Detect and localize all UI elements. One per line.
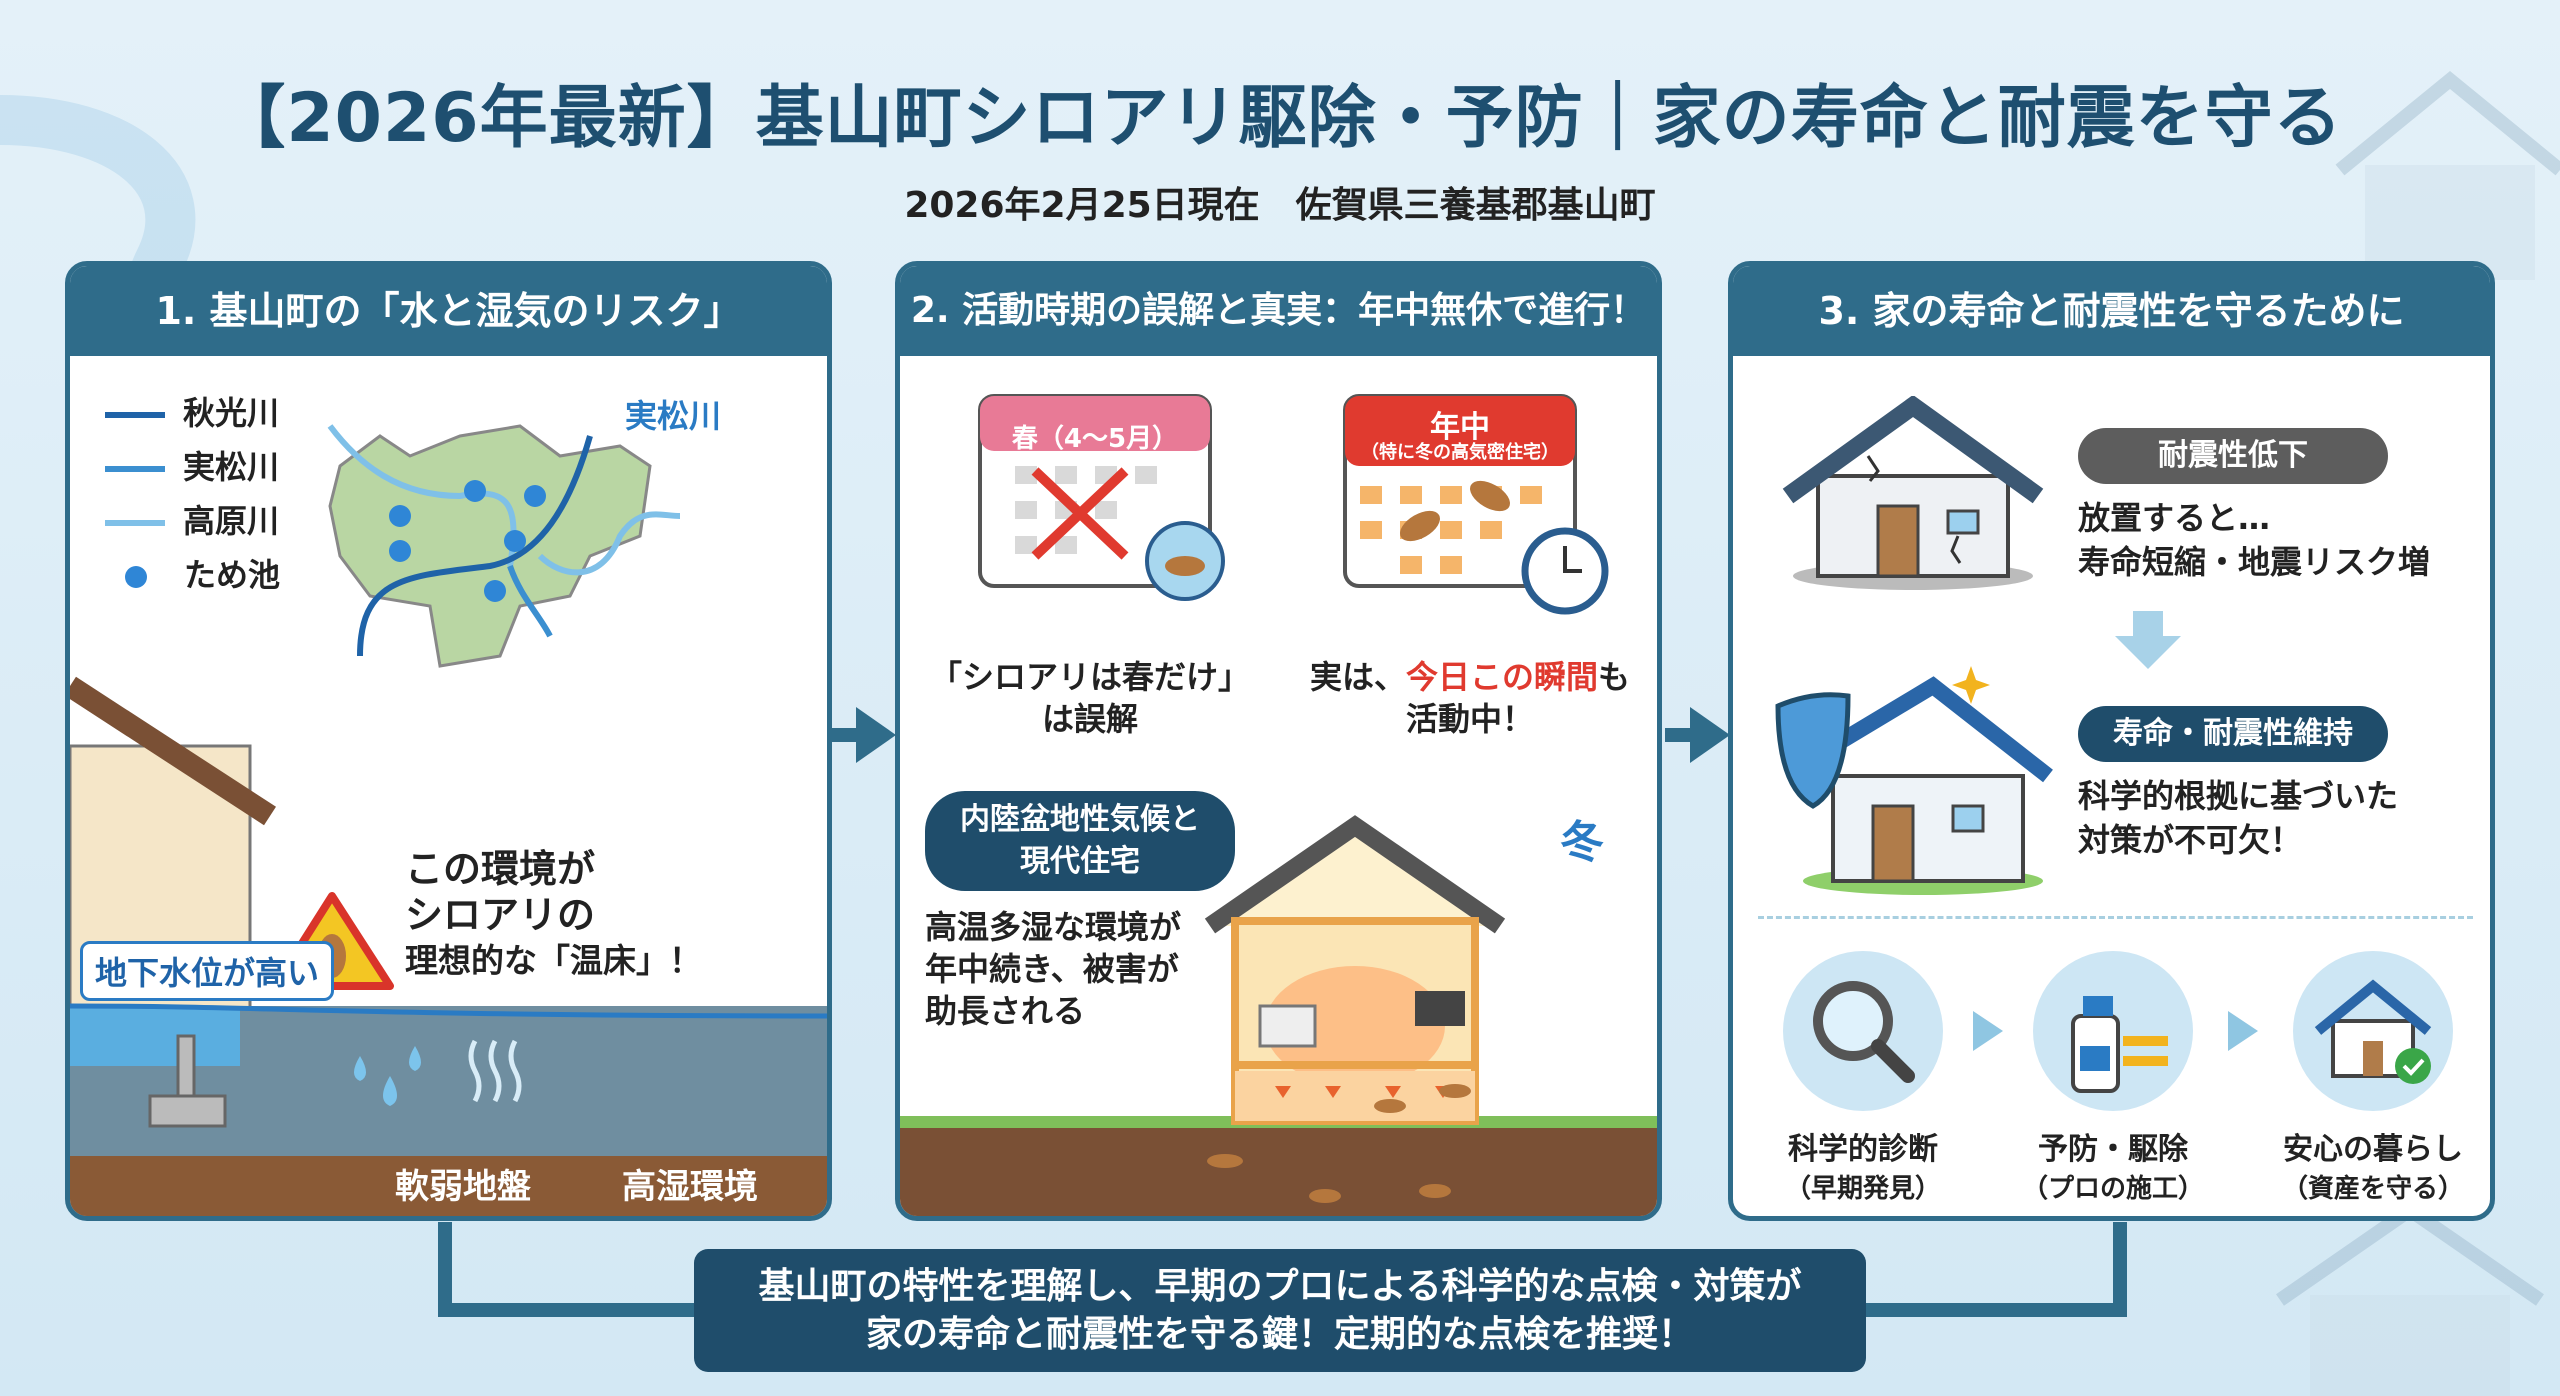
year-round-calendar-header: 年中 — [1430, 410, 1490, 445]
down-arrow-icon — [2115, 611, 2181, 669]
legend-item: 実松川 — [105, 440, 280, 494]
legend-item: 秋光川 — [105, 386, 280, 440]
year-round-calendar-icon — [1343, 394, 1609, 615]
climate-badge: 内陸盆地性気候と現代住宅 — [925, 791, 1235, 891]
footer-conclusion-banner: 基山町の特性を理解し、早期のプロによる科学的な点検・対策が 家の寿命と耐震性を守… — [694, 1249, 1866, 1372]
step-arrow-icon — [2228, 1011, 2258, 1051]
winter-label: 冬 — [1560, 817, 1604, 868]
spring-myth-caption: 「シロアリは春だけ」は誤解 — [930, 658, 1251, 738]
page-title: 【2026年最新】基山町シロアリ駆除・予防｜家の寿命と耐震を守る — [217, 79, 2343, 158]
panel-activity-season: 2. 活動時期の誤解と真実：年中無休で進行！ 春（4〜5月） 年中 （特に冬の高… — [895, 261, 1662, 1221]
step-diagnosis: 科学的診断 （早期発見） — [1763, 946, 1963, 1205]
warm-house-cross-section-illustration — [900, 815, 1657, 1216]
spring-calendar-header: 春（4〜5月） — [1011, 424, 1179, 454]
year-round-calendar-subheader: （特に冬の高気密住宅） — [1361, 442, 1559, 463]
panel-protect-house: 3. 家の寿命と耐震性を守るために 耐震性低下 放置すると…寿命短縮・地震リスク… — [1728, 261, 2495, 1221]
page-subtitle: 2026年2月25日現在 佐賀県三養基郡基山町 — [904, 185, 1656, 226]
ground-label-humidity: 高湿環境 — [622, 1167, 758, 1207]
flow-arrow-right-icon — [856, 707, 896, 763]
flow-arrow-right-icon — [1690, 707, 1730, 763]
seismic-decline-badge: 耐震性低下 — [2078, 428, 2388, 484]
panel-water-risk: 1. 基山町の「水と湿気のリスク」 秋光川 実松川 高原川 ため池 実松川 地下… — [65, 261, 832, 1221]
legend-item: 高原川 — [105, 494, 280, 548]
lifespan-maintained-text: 科学的根拠に基づいた対策が不可欠！ — [2078, 777, 2399, 859]
lifespan-maintained-badge: 寿命・耐震性維持 — [2078, 706, 2388, 762]
divider — [1758, 916, 2473, 919]
panel-title: 2. 活動時期の誤解と真実：年中無休で進行！ — [900, 266, 1657, 356]
climate-description: 高温多湿な環境が年中続き、被害が助長される — [925, 908, 1182, 1030]
spring-calendar-icon — [978, 394, 1225, 601]
protected-house-illustration — [1775, 666, 2053, 895]
footer-line: 基山町の特性を理解し、早期のプロによる科学的な点検・対策が — [758, 1266, 1802, 1307]
footer-line: 家の寿命と耐震性を守る鍵！定期的な点検を推奨！ — [865, 1314, 1694, 1355]
step-prevention: 予防・駆除 （プロの施工） — [2013, 946, 2213, 1205]
ground-label-soft-soil: 軟弱地盤 — [395, 1167, 531, 1207]
step-arrow-icon — [1973, 1011, 2003, 1051]
kiyama-town-map — [327, 424, 681, 668]
background-house-decoration — [2335, 70, 2560, 280]
seismic-decline-text: 放置すると…寿命短縮・地震リスク増 — [2078, 499, 2431, 581]
house-cross-section-illustration — [70, 676, 827, 1216]
panel-title: 1. 基山町の「水と湿気のリスク」 — [70, 266, 827, 356]
legend-item: ため池 — [105, 548, 280, 602]
magnifier-icon — [1783, 951, 1943, 1111]
warning-text: この環境がシロアリの理想的な「温床」！ — [405, 847, 702, 980]
step-peace-of-mind: 安心の暮らし （資産を守る） — [2268, 946, 2478, 1205]
groundwater-callout: 地下水位が高い — [80, 941, 335, 1001]
spray-icon — [2033, 951, 2193, 1111]
panel-title: 3. 家の寿命と耐震性を守るために — [1733, 266, 2490, 356]
damaged-house-illustration — [1782, 396, 2044, 590]
map-legend: 秋光川 実松川 高原川 ため池 — [105, 386, 280, 602]
safe-house-icon — [2293, 951, 2453, 1111]
year-round-truth-caption: 実は、今日この瞬間も 活動中！ — [1309, 658, 1631, 738]
map-river-label: 実松川 — [625, 397, 722, 435]
